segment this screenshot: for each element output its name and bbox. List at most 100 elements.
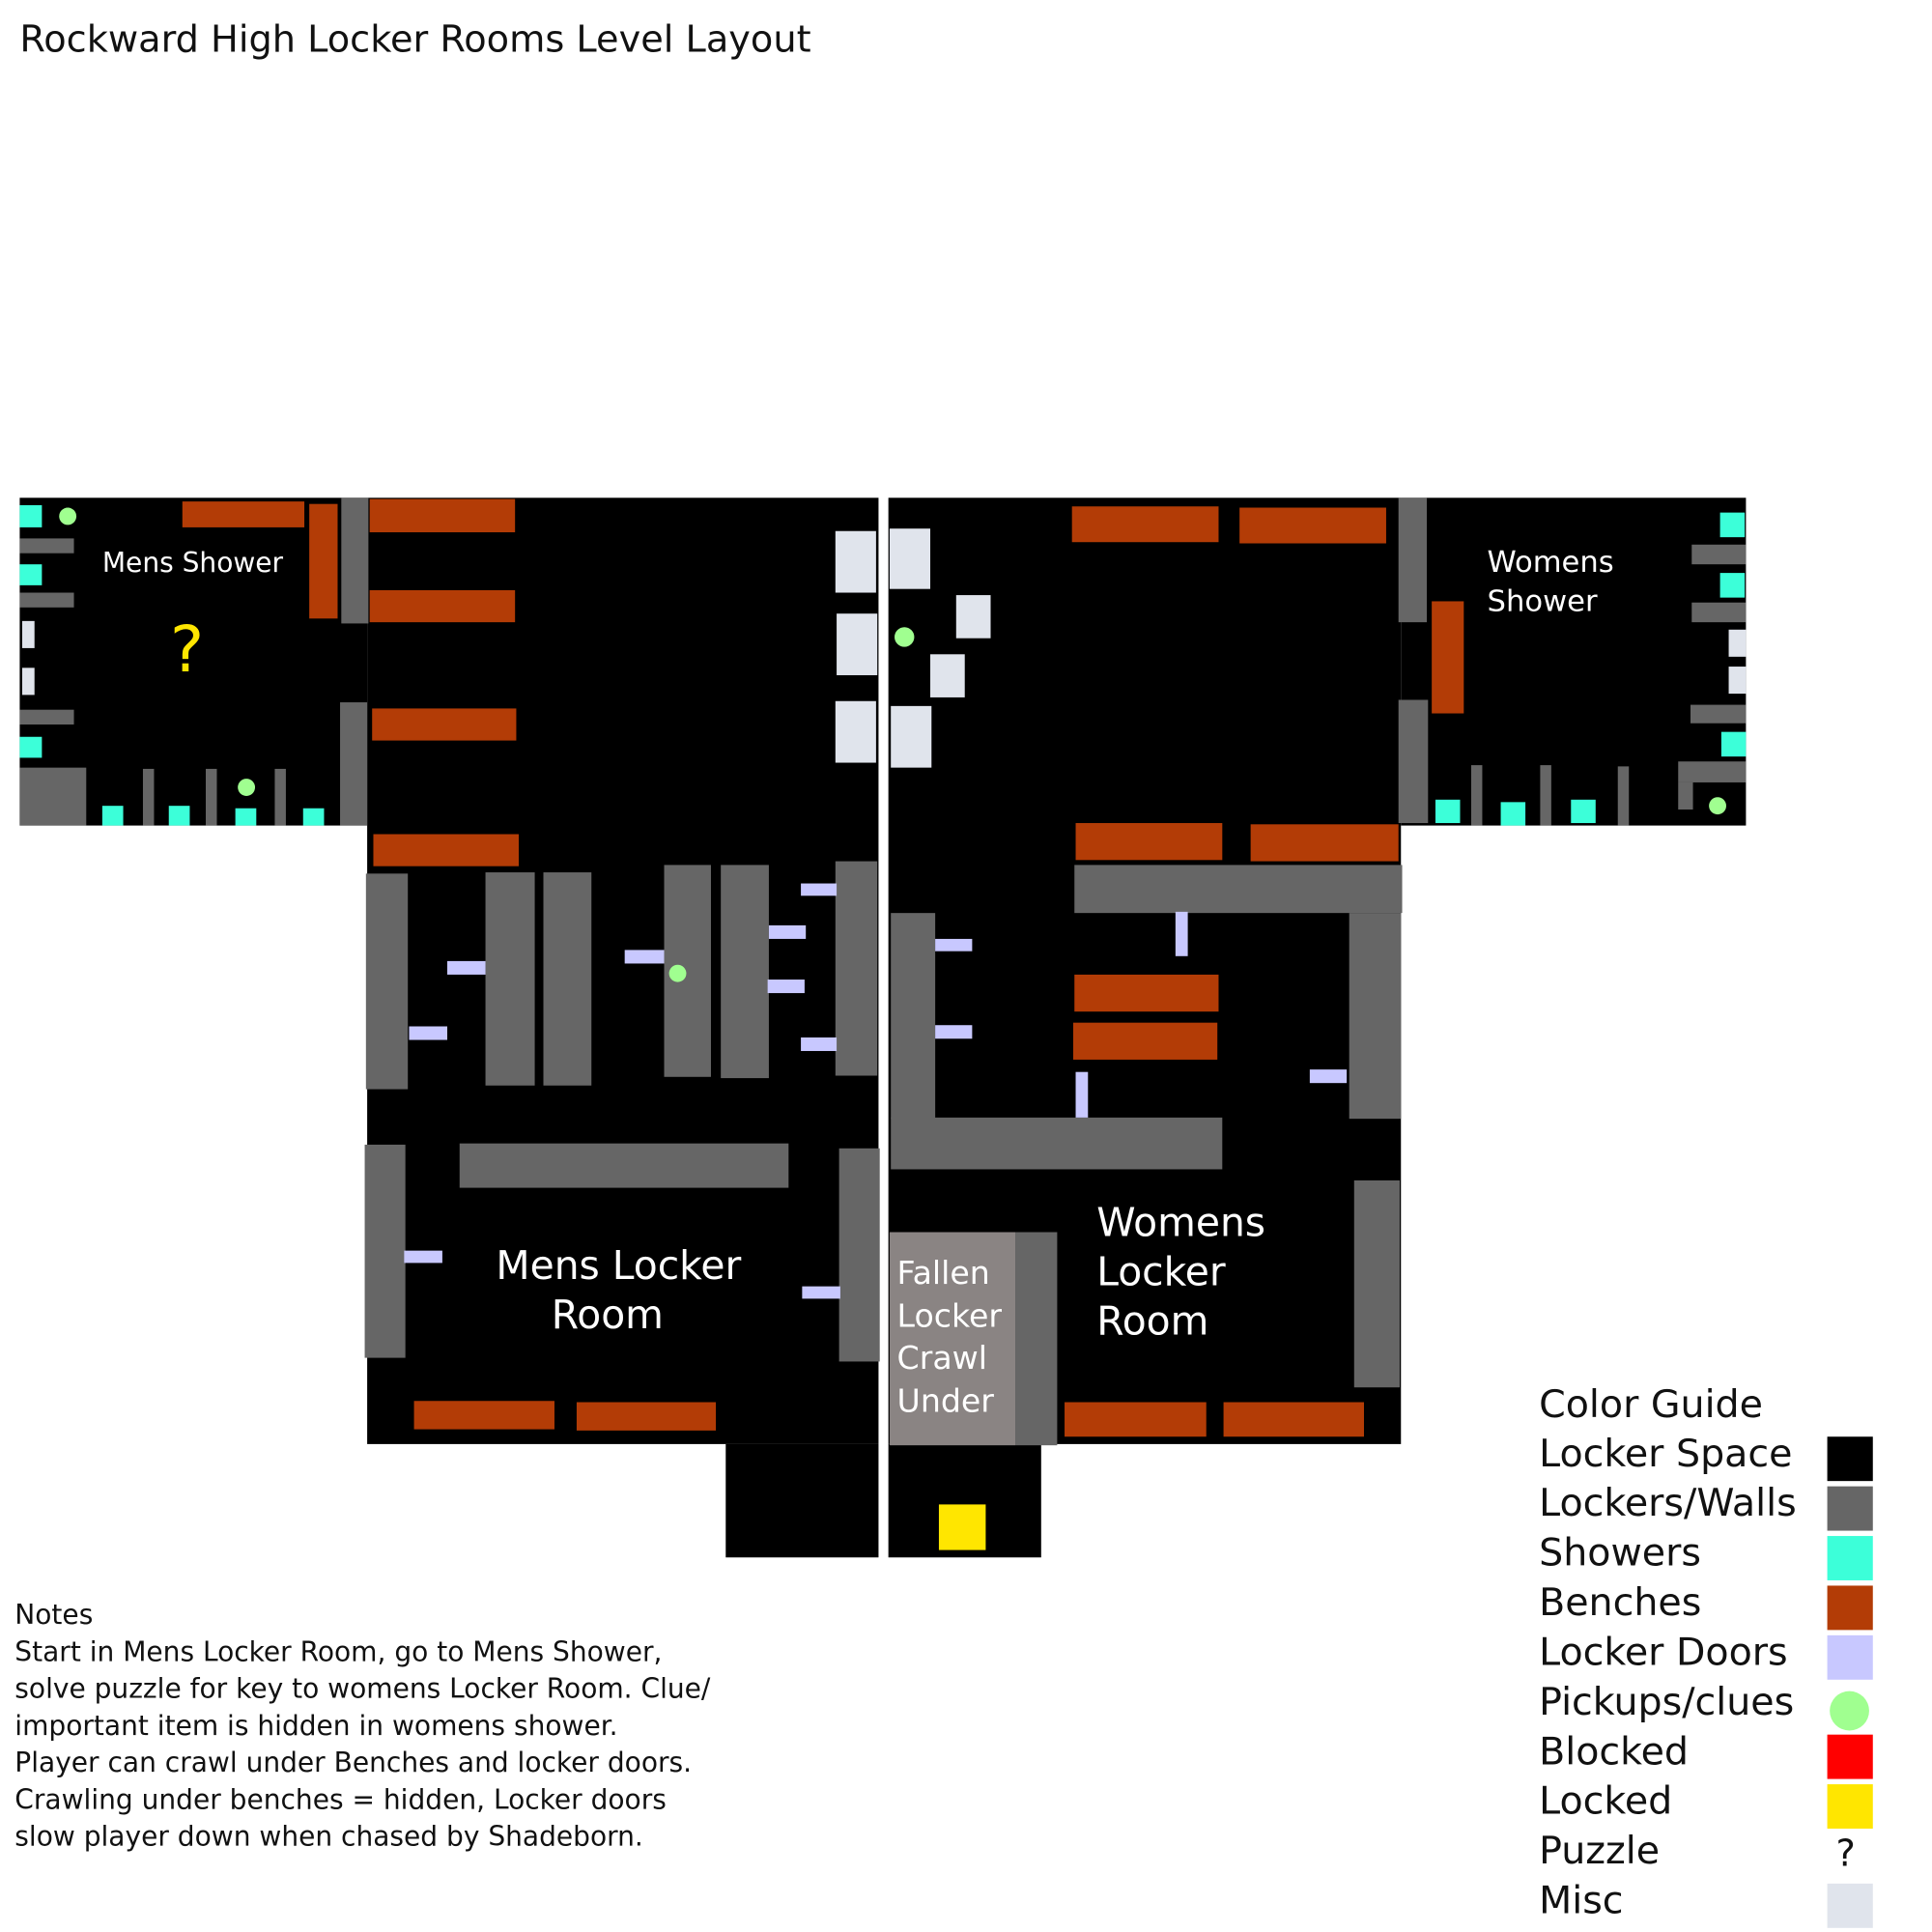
locker-door — [447, 960, 486, 975]
locker-wall — [340, 702, 368, 826]
misc-object — [1728, 667, 1747, 695]
shower — [19, 564, 43, 585]
shower — [1500, 802, 1526, 826]
misc-object — [955, 595, 991, 639]
locker-door — [935, 938, 973, 952]
locker-wall — [1678, 781, 1693, 810]
bench — [576, 1402, 717, 1431]
misc-object — [835, 700, 876, 763]
legend-label: Lockers/Walls — [1539, 1481, 1797, 1525]
legend-label: Locker Space — [1539, 1432, 1792, 1476]
locked-door — [938, 1504, 986, 1550]
fallen-locker-label-line1: Fallen — [897, 1254, 990, 1292]
womens-shower-label-line2: Shower — [1488, 585, 1598, 619]
womens-locker-room-label-line2: Locker — [1096, 1248, 1226, 1294]
locker-door — [802, 1286, 840, 1299]
bench — [1075, 823, 1223, 861]
bench — [413, 1401, 554, 1430]
locker-wall — [838, 1148, 880, 1362]
notes-line: slow player down when chased by Shadebor… — [14, 1821, 643, 1853]
locker-wall — [485, 872, 535, 1086]
bench — [1071, 506, 1219, 543]
shower — [302, 808, 325, 826]
legend-swatch — [1827, 1784, 1873, 1829]
notes: Notes Start in Mens Locker Room, go to M… — [14, 1599, 711, 1853]
misc-object — [930, 654, 965, 697]
womens-shower-label-line1: Womens — [1488, 546, 1614, 580]
pickup-clue — [238, 779, 256, 796]
locker-wall — [274, 768, 286, 826]
legend-swatch — [1827, 1536, 1873, 1580]
shower — [1719, 512, 1746, 538]
locker-door — [1175, 911, 1188, 956]
bench — [1239, 507, 1386, 544]
locker-door — [767, 980, 805, 994]
locker-wall — [19, 767, 87, 826]
notes-line: Start in Mens Locker Room, go to Mens Sh… — [14, 1635, 662, 1667]
legend-label: Blocked — [1539, 1729, 1689, 1774]
legend-swatch — [1827, 1634, 1873, 1680]
shower — [19, 736, 43, 758]
bench — [182, 501, 305, 527]
locker-door — [935, 1025, 973, 1039]
locker-wall — [365, 873, 409, 1090]
misc-object — [21, 620, 35, 648]
pickup-clue — [895, 627, 915, 647]
locker-door — [1309, 1069, 1348, 1084]
bench — [1074, 974, 1219, 1012]
locker-wall — [1617, 766, 1630, 826]
shower — [1719, 573, 1746, 598]
notes-heading: Notes — [14, 1599, 93, 1631]
locker-door — [409, 1026, 448, 1040]
page-title: Rockward High Locker Rooms Level Layout — [19, 18, 810, 62]
legend-swatch — [1827, 1585, 1873, 1631]
locker-door — [624, 950, 665, 964]
legend-label: Locked — [1539, 1779, 1672, 1824]
misc-object — [891, 705, 932, 768]
shower — [1435, 799, 1461, 824]
notes-line: Player can crawl under Benches and locke… — [14, 1747, 692, 1778]
bench — [372, 708, 517, 741]
legend-label: Locker Doors — [1539, 1630, 1788, 1674]
locker-wall — [206, 768, 217, 826]
fallen-locker-label-line3: Crawl — [897, 1339, 987, 1377]
fallen-locker-label-line4: Under — [897, 1382, 995, 1420]
locker-wall — [1691, 544, 1747, 565]
bench — [309, 503, 338, 619]
legend-swatch — [1830, 1690, 1869, 1731]
legend-label: Showers — [1539, 1531, 1701, 1576]
locker-wall — [1690, 704, 1747, 724]
locker-wall — [835, 861, 878, 1076]
fallen-locker — [889, 1232, 1016, 1446]
locker-wall — [19, 592, 74, 608]
notes-line: Crawling under benches = hidden, Locker … — [14, 1783, 667, 1815]
locker-wall — [721, 865, 769, 1079]
locker-wall — [1691, 602, 1747, 623]
locker-wall — [142, 768, 155, 826]
map-shapes — [19, 497, 1747, 1558]
locker-door — [768, 924, 807, 939]
locker-wall — [1349, 913, 1402, 1120]
locker-door — [801, 1037, 838, 1052]
mens-locker-room-label-line1: Mens Locker — [496, 1242, 741, 1289]
bench — [1072, 1022, 1218, 1060]
legend-swatch — [1827, 1436, 1873, 1482]
womens-locker-room-label-line1: Womens — [1096, 1199, 1265, 1245]
bench — [1432, 601, 1464, 714]
bench — [369, 498, 516, 533]
shower — [168, 806, 190, 826]
notes-line: important item is hidden in womens showe… — [14, 1710, 617, 1742]
locker-wall — [19, 538, 74, 554]
shower — [1571, 799, 1596, 824]
locker-door — [404, 1250, 442, 1264]
misc-object — [835, 530, 876, 593]
locker-wall — [543, 872, 592, 1086]
locker-wall — [341, 497, 369, 624]
pickup-clue — [1709, 797, 1726, 815]
mens-locker-room-label-line2: Room — [552, 1292, 664, 1338]
legend-title: Color Guide — [1539, 1382, 1763, 1427]
legend-swatch — [1827, 1486, 1873, 1531]
shower — [1720, 731, 1747, 757]
locker-wall — [459, 1143, 789, 1188]
